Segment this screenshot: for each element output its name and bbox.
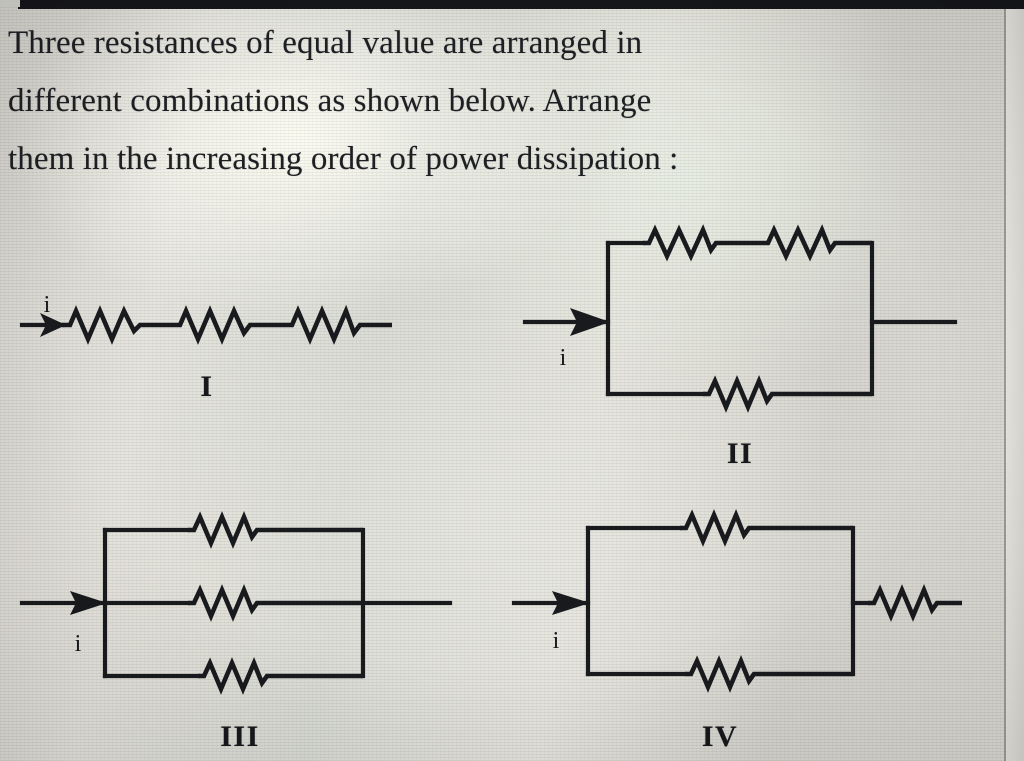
question-line-3: them in the increasing order of power di… bbox=[8, 130, 993, 188]
top-dark-edge-bar bbox=[18, 0, 1024, 9]
top-left-corner-gap bbox=[0, 0, 20, 7]
question-line-3-text: them in the increasing order of power di… bbox=[8, 141, 679, 177]
page-right-margin bbox=[1006, 9, 1024, 761]
question-line-2-text: different combinations as shown below. A… bbox=[8, 83, 652, 119]
page-edge-line bbox=[1004, 9, 1006, 761]
question-line-2: different combinations as shown below. A… bbox=[8, 72, 993, 130]
question-line-1-text: Three resistances of equal value are arr… bbox=[8, 25, 643, 61]
question-text: Three resistances of equal value are arr… bbox=[8, 14, 993, 188]
question-line-1: Three resistances of equal value are arr… bbox=[8, 14, 993, 72]
